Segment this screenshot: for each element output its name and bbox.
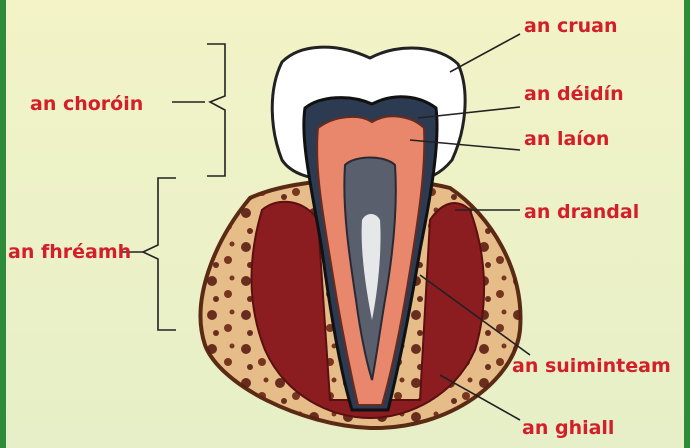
- label-cement: an suiminteam: [512, 355, 671, 377]
- label-crown: an choróin: [30, 93, 143, 115]
- label-root: an fhréamh: [8, 241, 131, 263]
- label-jaw: an ghiall: [522, 417, 614, 439]
- label-pulp: an laíon: [524, 128, 609, 150]
- label-enamel: an cruan: [524, 15, 617, 37]
- label-dentine: an déidín: [524, 83, 624, 105]
- tooth-diagram: an choróin an fhréamh an cruan an déidín…: [6, 0, 684, 448]
- label-gum: an drandal: [524, 201, 639, 223]
